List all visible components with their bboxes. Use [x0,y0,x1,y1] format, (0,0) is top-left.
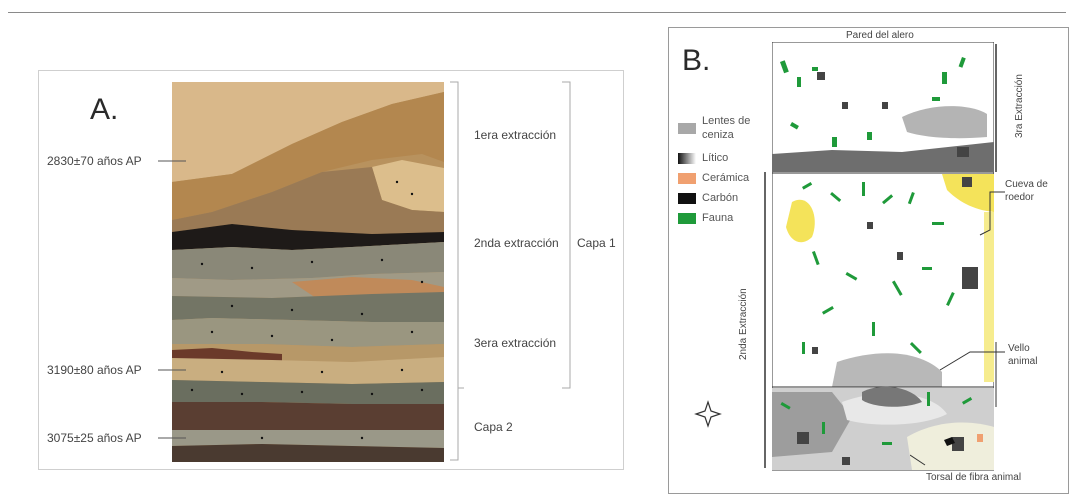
legend-item-litico: Lítico [678,152,728,164]
legend: Lentes de ceniza Lítico Cerámica Carbón … [668,110,778,250]
extraction-2nda-label: 2nda Extracción [738,288,749,360]
compass-icon [694,400,722,428]
extraction-brackets [450,81,571,461]
ash-lens-top-right [902,106,987,139]
lithic-marks [797,72,978,465]
layer-dark-olive [172,380,444,404]
bracket-outer [450,81,459,461]
legend-item-ceniza: Lentes de ceniza [678,114,762,142]
wall-label: Pared del alero [846,30,914,41]
layer-lens-pale [372,160,444,212]
layer-charcoal [172,224,444,250]
legend-swatch-ceramica [678,173,696,184]
legend-label-carbon: Carbón [702,192,739,204]
legend-item-ceramica: Cerámica [678,172,749,184]
ash-lens-top-dark [772,142,994,172]
fibre-area [907,422,994,470]
legend-label-ceniza: Lentes de ceniza [702,115,751,141]
fibre-twine-label: Torsal de fibra animal [926,472,1022,483]
date-label-1: 2830±70 años AP [47,154,142,168]
legend-label-ceramica: Cerámica [702,172,750,184]
capa1-label: Capa 1 [577,236,616,250]
ceramic-mark [977,434,983,442]
legend-item-fauna: Fauna [678,212,733,224]
layer-grey-bottom [172,430,444,448]
extraction-1-label: 1era extracción [474,128,557,142]
legend-swatch-fauna [678,213,696,224]
panel-b-letter: B. [682,44,711,77]
rodent-burrow-strip [984,212,994,382]
fauna-marks [780,57,973,445]
ash-lens-middle [832,353,942,387]
legend-swatch-ceniza [678,123,696,134]
layer-light-top [172,82,444,182]
layer-pale-band [172,357,444,384]
date-label-2: 3190±80 años AP [47,363,142,377]
layer-dark-brown [172,402,444,430]
legend-label-litico: Lítico [702,152,729,164]
extraction-2-label: 2nda extracción [474,236,559,250]
extraction-3-label: 3era extracción [474,336,557,350]
layer-olive [172,292,444,322]
profile-dots [190,180,424,440]
date-leader-lines [158,160,186,439]
rodent-burrow-yellow [942,174,994,212]
bracket-capa1 [562,81,571,389]
rodent-burrow-label: Cueva de roedor [1005,179,1048,203]
layer-brown-mid [172,167,444,234]
legend-label-fauna: Fauna [702,212,734,224]
plan-leader-lines [910,191,1005,466]
ash-lens-bottom-dark [862,386,922,407]
date-label-3: 3075±25 años AP [47,431,142,445]
site-plan [772,42,994,471]
plan-bracket-left [764,172,766,468]
legend-swatch-carbon [678,193,696,204]
layer-grey-1 [172,242,444,280]
layer-sand-upper [172,92,444,220]
plan-brackets-right [995,44,997,407]
legend-item-carbon: Carbón [678,192,738,204]
ash-lens-bottom-left [772,392,852,457]
extraction-3ra-label: 3ra Extracción [1014,74,1025,138]
charcoal-mark [944,437,955,446]
capa2-label: Capa 2 [474,420,513,434]
top-rule [8,12,1066,13]
layer-base-dark [172,444,444,462]
rodent-burrow-left [786,199,815,243]
legend-swatch-litico [678,153,696,164]
layer-grey-3 [172,318,444,347]
panel-a-letter: A. [90,93,119,126]
animal-hair-label: Vello animal [1008,343,1038,367]
stratigraphic-profile [172,82,444,462]
